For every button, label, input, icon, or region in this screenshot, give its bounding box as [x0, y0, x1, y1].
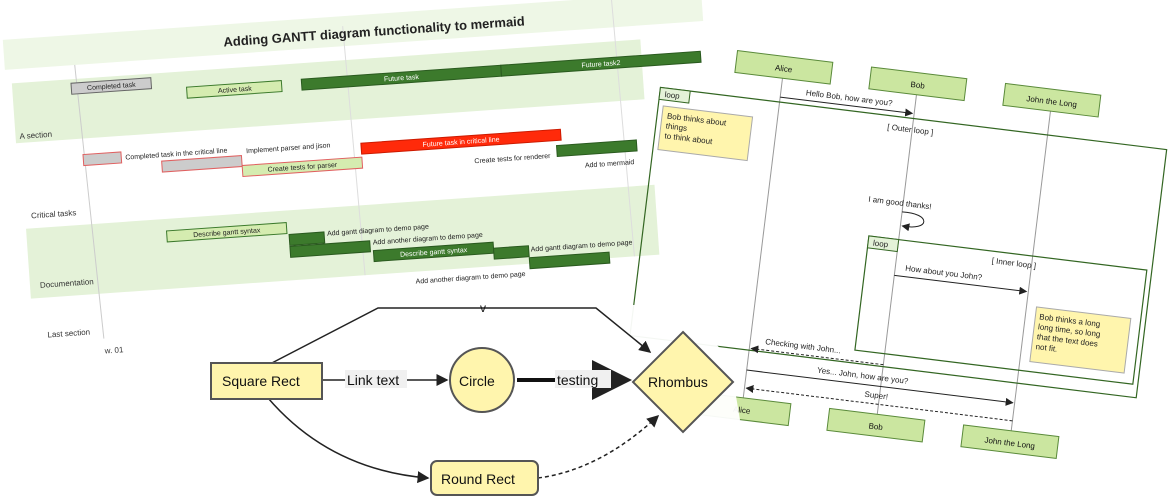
- gantt-task-label: Future task: [384, 74, 420, 83]
- outer-loop-title: [ Outer loop ]: [887, 122, 934, 137]
- message-arrow: [894, 274, 1028, 295]
- note-box: [657, 105, 754, 162]
- gantt-task-bar: [288, 231, 326, 246]
- gantt-task-label: Completed task: [87, 82, 137, 92]
- gantt-task-label: Describe gantt syntax: [193, 227, 261, 239]
- node-round-rect: [430, 460, 539, 496]
- gantt-task-bar: [165, 222, 288, 243]
- gantt-task-label: Describe gantt syntax: [400, 247, 468, 259]
- loop-tag: [658, 86, 691, 104]
- gantt-task-bar: [360, 128, 562, 155]
- gantt-section-label: Last section: [47, 328, 90, 340]
- gantt-task-bar: [528, 251, 611, 270]
- edge-square-to-rhombus-top: [267, 307, 652, 366]
- gantt-task-bar: [82, 151, 123, 167]
- gantt-band-doc: [26, 184, 660, 299]
- flowchart: v Link text testing Square Rect Circle R…: [195, 301, 740, 496]
- gantt-task-label: Active task: [218, 86, 253, 95]
- loop-label: loop: [873, 239, 890, 250]
- note-line: things: [665, 121, 687, 133]
- message-arrow: [746, 369, 1014, 406]
- actor-label: Bob: [868, 421, 884, 432]
- node-label: Square Rect: [222, 373, 300, 389]
- lifeline-john: [1010, 107, 1052, 435]
- gantt-task-bar: [555, 139, 638, 158]
- gantt-task-bar: [492, 245, 530, 260]
- edge-label-bg: [345, 370, 407, 388]
- node-label: Rhombus: [648, 374, 708, 390]
- message-label: Hello Bob, how are you?: [805, 88, 893, 108]
- node-rhombus: [631, 330, 735, 434]
- gantt-band-a: [11, 39, 645, 144]
- gantt-axis-tick: w. 01: [103, 345, 124, 355]
- lifeline-alice: [742, 74, 784, 402]
- edge-label-testing: testing: [557, 372, 598, 388]
- message-label: Super!: [864, 390, 888, 402]
- gantt-section-label: A section: [19, 130, 52, 141]
- gantt-task-label: Future task2: [581, 60, 620, 70]
- gantt-chart: Adding GANTT diagram functionality to me…: [2, 0, 704, 356]
- actor-box-bob-bottom: [826, 407, 926, 443]
- message-label: I am good thanks!: [868, 195, 932, 212]
- edge-label-bg: [555, 370, 611, 388]
- actor-box-john: [1002, 82, 1102, 118]
- message-arrow: [780, 96, 914, 117]
- gantt-grid-line: [74, 64, 105, 339]
- gantt-task-label: Implement parser and jison: [246, 142, 331, 155]
- gantt-task-bar: [289, 240, 371, 258]
- lifeline-bob: [876, 90, 918, 419]
- loop-tag: [866, 235, 900, 253]
- gantt-task-bar: [186, 80, 283, 99]
- message-label: Checking with John...: [765, 337, 842, 355]
- actor-box-bob: [868, 66, 968, 102]
- edge-round-to-rhombus: [537, 414, 660, 479]
- gantt-task-label: Add another diagram to demo page: [415, 271, 525, 286]
- outer-loop-frame: [629, 86, 1168, 399]
- gantt-task-label: Create tests for renderer: [474, 153, 551, 165]
- gantt-section-label: Critical tasks: [31, 208, 77, 220]
- gantt-grid-line: [610, 0, 635, 257]
- edge-label-v: v: [480, 301, 486, 315]
- message-arrow-dotted: [750, 345, 884, 366]
- loop-label: loop: [664, 90, 681, 101]
- node-circle: [449, 347, 515, 413]
- actor-box-john-bottom: [960, 424, 1060, 459]
- actor-box-alice: [734, 50, 834, 85]
- edge-square-to-round: [267, 397, 430, 484]
- gantt-task-bar: [161, 155, 243, 173]
- message-label: How about you John?: [905, 264, 983, 282]
- gantt-task-bar: [70, 77, 153, 95]
- actor-label: Alice: [733, 405, 752, 416]
- gantt-section-label: Documentation: [40, 277, 94, 290]
- sequence-diagram: Alice Bob John the Long Hello Bob, how a…: [629, 50, 1168, 459]
- note-box: [1029, 306, 1132, 374]
- inner-loop-title: [ Inner loop ]: [991, 256, 1036, 270]
- edge-label-link-text: Link text: [347, 372, 399, 388]
- gantt-task-label: Add to mermaid: [585, 159, 635, 169]
- gantt-task-bar: [500, 50, 702, 77]
- note-line: not fit.: [1035, 342, 1058, 354]
- node-square-rect: [210, 362, 323, 400]
- gantt-band-top: [2, 0, 704, 70]
- node-label: Round Rect: [441, 471, 515, 487]
- gantt-grid-line: [342, 26, 366, 276]
- gantt-task-label: Create tests for parser: [267, 162, 338, 174]
- self-message-arrow: [901, 211, 925, 232]
- gantt-task-bar: [241, 156, 364, 178]
- inner-loop-frame: [854, 235, 1148, 385]
- actor-label: Alice: [774, 63, 793, 74]
- actor-label: Bob: [910, 80, 926, 91]
- node-label: Circle: [459, 373, 495, 389]
